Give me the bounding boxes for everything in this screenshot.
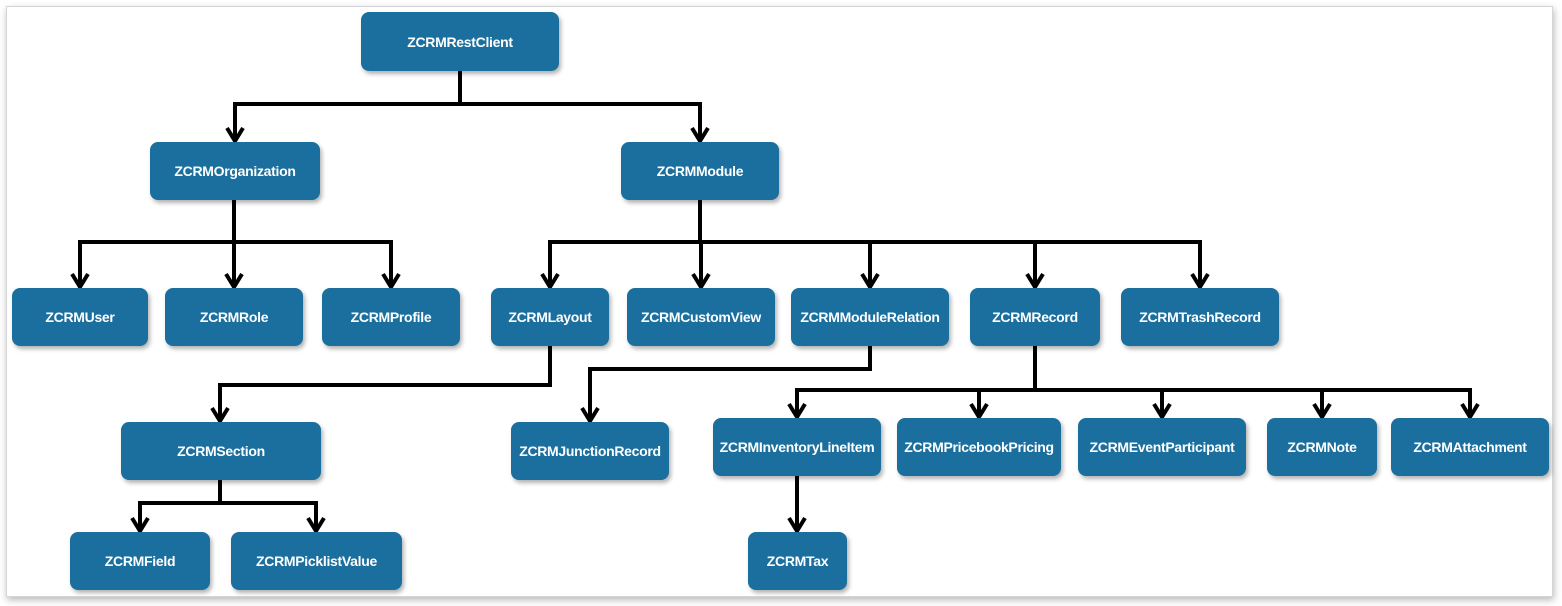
- connector-record-to-attachment: [1033, 346, 1472, 416]
- node-junction-record: ZCRMJunctionRecord: [511, 422, 669, 480]
- arrowhead-trash_record: [1190, 272, 1210, 291]
- connector-rest_client-to-module: [458, 71, 702, 140]
- arrowhead-inventory_line_item: [787, 402, 807, 421]
- arrowhead-section: [210, 406, 230, 425]
- arrowhead-role: [224, 272, 244, 291]
- arrowhead-module: [690, 126, 710, 145]
- connector-module_relation-to-junction_record: [588, 346, 872, 420]
- arrowhead-junction_record: [580, 406, 600, 425]
- connector-record-to-event_participant: [1033, 346, 1164, 416]
- arrowhead-picklist_value: [306, 516, 326, 535]
- arrowhead-profile: [381, 272, 401, 291]
- arrowhead-event_participant: [1152, 402, 1172, 421]
- node-profile: ZCRMProfile: [322, 288, 460, 346]
- connector-module-to-trash_record: [698, 200, 1202, 286]
- node-custom-view: ZCRMCustomView: [627, 288, 775, 346]
- arrowhead-record: [1025, 272, 1045, 291]
- node-note: ZCRMNote: [1267, 418, 1377, 476]
- connector-layout-to-section: [218, 346, 552, 420]
- node-section: ZCRMSection: [121, 422, 321, 480]
- node-inventory-line-item: ZCRMInventoryLineItem: [713, 418, 881, 476]
- arrowhead-custom_view: [691, 272, 711, 291]
- node-user: ZCRMUser: [12, 288, 148, 346]
- node-pricebook-pricing: ZCRMPricebookPricing: [897, 418, 1061, 476]
- node-attachment: ZCRMAttachment: [1391, 418, 1549, 476]
- node-layout: ZCRMLayout: [491, 288, 609, 346]
- arrowhead-user: [70, 272, 90, 291]
- arrowhead-organization: [225, 126, 245, 145]
- connector-section-to-picklist_value: [218, 480, 318, 530]
- connector-record-to-note: [1033, 346, 1324, 416]
- node-trash-record: ZCRMTrashRecord: [1121, 288, 1279, 346]
- connector-section-to-field: [138, 480, 222, 530]
- node-field: ZCRMField: [70, 532, 210, 590]
- connector-rest_client-to-organization: [233, 71, 462, 140]
- arrowhead-note: [1312, 402, 1332, 421]
- arrowhead-layout: [540, 272, 560, 291]
- connector-organization-to-profile: [232, 200, 393, 286]
- node-rest-client: ZCRMRestClient: [361, 12, 559, 71]
- node-picklist-value: ZCRMPicklistValue: [231, 532, 402, 590]
- arrowhead-tax: [787, 516, 807, 535]
- arrowhead-module_relation: [860, 272, 880, 291]
- node-organization: ZCRMOrganization: [150, 142, 320, 200]
- arrowhead-field: [130, 516, 150, 535]
- node-module-relation: ZCRMModuleRelation: [791, 288, 949, 346]
- node-record: ZCRMRecord: [970, 288, 1100, 346]
- connector-record-to-inventory_line_item: [795, 346, 1037, 416]
- connector-module-to-layout: [548, 200, 702, 286]
- node-module: ZCRMModule: [621, 142, 779, 200]
- node-event-participant: ZCRMEventParticipant: [1078, 418, 1246, 476]
- arrowhead-attachment: [1460, 402, 1480, 421]
- connector-organization-to-user: [78, 200, 236, 286]
- node-tax: ZCRMTax: [748, 532, 847, 590]
- arrowhead-pricebook_pricing: [969, 402, 989, 421]
- node-role: ZCRMRole: [165, 288, 303, 346]
